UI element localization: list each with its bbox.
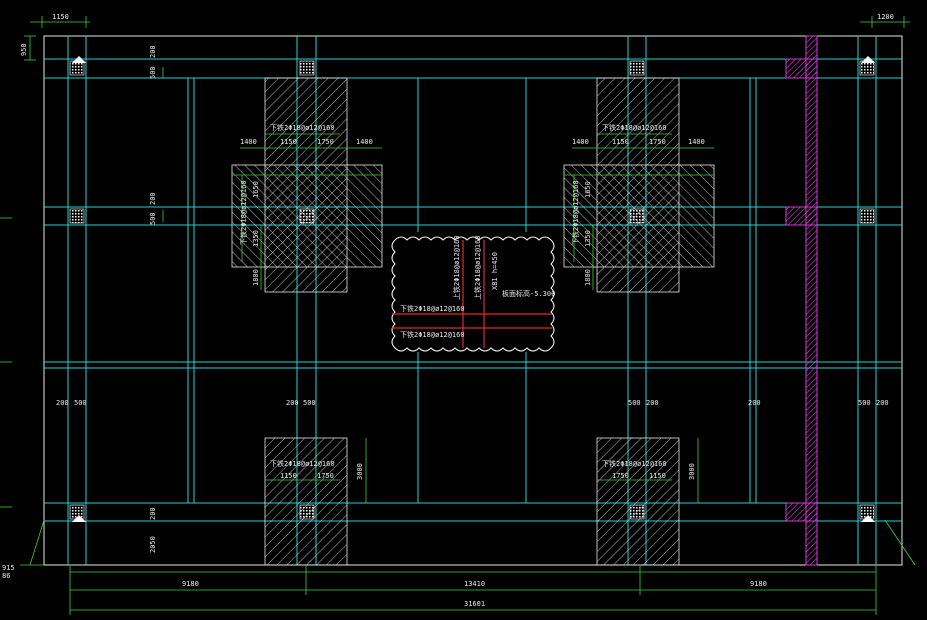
column-symbol-icon: [69, 208, 85, 224]
dim-beam-offset-mid-b: 200: [149, 192, 157, 205]
rebar-note-pad-bl: 下铁2Φ18@ø12@160: [270, 459, 335, 468]
column-symbol-icon: [629, 504, 645, 520]
rebar-note-side-left: 下铁2Φ18@ø12@160: [239, 180, 248, 245]
column-symbol-icon: [629, 208, 645, 224]
dim-pad-left-h3: 1800: [252, 269, 260, 286]
dim-pad-left-h1: 1650: [252, 181, 260, 198]
column-symbol-icon: [299, 208, 315, 224]
dim-beam-offset-top-b: 200: [149, 45, 157, 58]
dim-pad-bl-1: 1150: [280, 472, 297, 480]
pad-bottom-left: [264, 437, 348, 566]
dim-bottom-left-height: 2050: [149, 536, 157, 553]
column-symbol-icon: [859, 208, 875, 224]
dim-pad-right-h2: 1350: [584, 230, 592, 247]
rebar-note-pad-tr: 下铁2Φ18@ø12@160: [602, 123, 667, 132]
dim-top-left-width: 1150: [52, 13, 69, 21]
column-symbol-icon: [629, 60, 645, 76]
dim-beam-offset-mid: 500: [149, 212, 157, 225]
dim-offset-right-b: 200: [646, 399, 659, 407]
dim-pad-tr-1: 1400: [572, 138, 589, 146]
dim-pad-right-h1: 1650: [584, 181, 592, 198]
column-symbol-icon: [299, 504, 315, 520]
elevation-triangle-icon: [72, 56, 86, 63]
slab-outline: [43, 35, 903, 566]
dim-top-right-width: 1200: [877, 13, 894, 21]
dim-bottom-left-offset: 200: [149, 507, 157, 520]
dim-beam-offset-top: 500: [149, 66, 157, 79]
dim-offset-wall: 200: [748, 399, 761, 407]
corner-mark-a: 915: [2, 564, 15, 572]
columns: [69, 60, 875, 520]
column-symbol-icon: [69, 504, 85, 520]
rebar-extent-lines: [232, 133, 714, 503]
beam-grid: [44, 36, 902, 565]
dim-pad-bl-height: 3000: [356, 463, 364, 480]
rebar-note-pad-br: 下铁2Φ18@ø12@160: [602, 459, 667, 468]
rebar-note-side-right: 下铁2Φ18@ø12@160: [571, 180, 580, 245]
dim-offset-left-b: 500: [74, 399, 87, 407]
elevation-triangle-icon: [861, 515, 875, 522]
dim-offset-far-right-b: 200: [876, 399, 889, 407]
dim-pad-tl-4: 1400: [356, 138, 373, 146]
elevation-triangle-icon: [72, 515, 86, 522]
slab-level-label: XB1 h=450: [491, 252, 499, 290]
dim-pad-tl-3: 1750: [317, 138, 334, 146]
shear-wall: [785, 35, 818, 566]
dim-pad-tr-2: 1150: [612, 138, 629, 146]
dim-pad-tr-3: 1750: [649, 138, 666, 146]
dim-bottom-span-1: 9180: [182, 580, 199, 588]
annotations: 1150 1200 950 9180 13410 9180 31601 500 …: [2, 13, 894, 608]
dim-pad-br-height: 3000: [688, 463, 696, 480]
foundation-pads: [231, 77, 715, 566]
dim-offset-left: 200: [56, 399, 69, 407]
dim-pad-br-1: 1750: [612, 472, 629, 480]
dim-bottom-span-3: 9180: [750, 580, 767, 588]
rebar-note-cloud-vertical-b: 上铁2Φ18@ø12@160: [473, 235, 482, 300]
column-symbol-icon: [299, 60, 315, 76]
dim-pad-tl-2: 1150: [280, 138, 297, 146]
column-symbol-icon: [859, 60, 875, 76]
dim-offset-mid-b: 500: [303, 399, 316, 407]
dim-offset-far-right: 500: [858, 399, 871, 407]
dim-pad-bl-2: 1750: [317, 472, 334, 480]
pad-bottom-right: [596, 437, 680, 566]
dimension-lines: [0, 16, 916, 615]
column-symbol-icon: [69, 60, 85, 76]
dim-pad-tr-4: 1400: [688, 138, 705, 146]
dim-pad-left-h2: 1350: [252, 230, 260, 247]
elevation-triangles: [72, 56, 875, 522]
dim-pad-right-h3: 1800: [584, 269, 592, 286]
dim-top-left-height: 950: [20, 43, 28, 56]
rebar-note-cloud-vertical: 上铁2Φ18@ø12@160: [452, 235, 461, 300]
dim-offset-right: 500: [628, 399, 641, 407]
dim-pad-br-2: 1150: [649, 472, 666, 480]
dim-offset-mid: 200: [286, 399, 299, 407]
dim-bottom-span-2: 13410: [464, 580, 485, 588]
dim-pad-tl-1: 1400: [240, 138, 257, 146]
rebar-note-cloud-horizontal: 下铁2Φ18@ø12@160: [400, 304, 465, 313]
corner-mark-b: 86: [2, 572, 10, 580]
elevation-note: 板面标高-5.300: [502, 289, 555, 298]
rebar-note-cloud-horizontal-b: 下铁2Φ18@ø12@160: [400, 330, 465, 339]
dim-overall-width: 31601: [464, 600, 485, 608]
revision-cloud: [391, 236, 555, 352]
rebar-note-pad-tl: 下铁2Φ18@ø12@160: [270, 123, 335, 132]
elevation-triangle-icon: [861, 56, 875, 63]
